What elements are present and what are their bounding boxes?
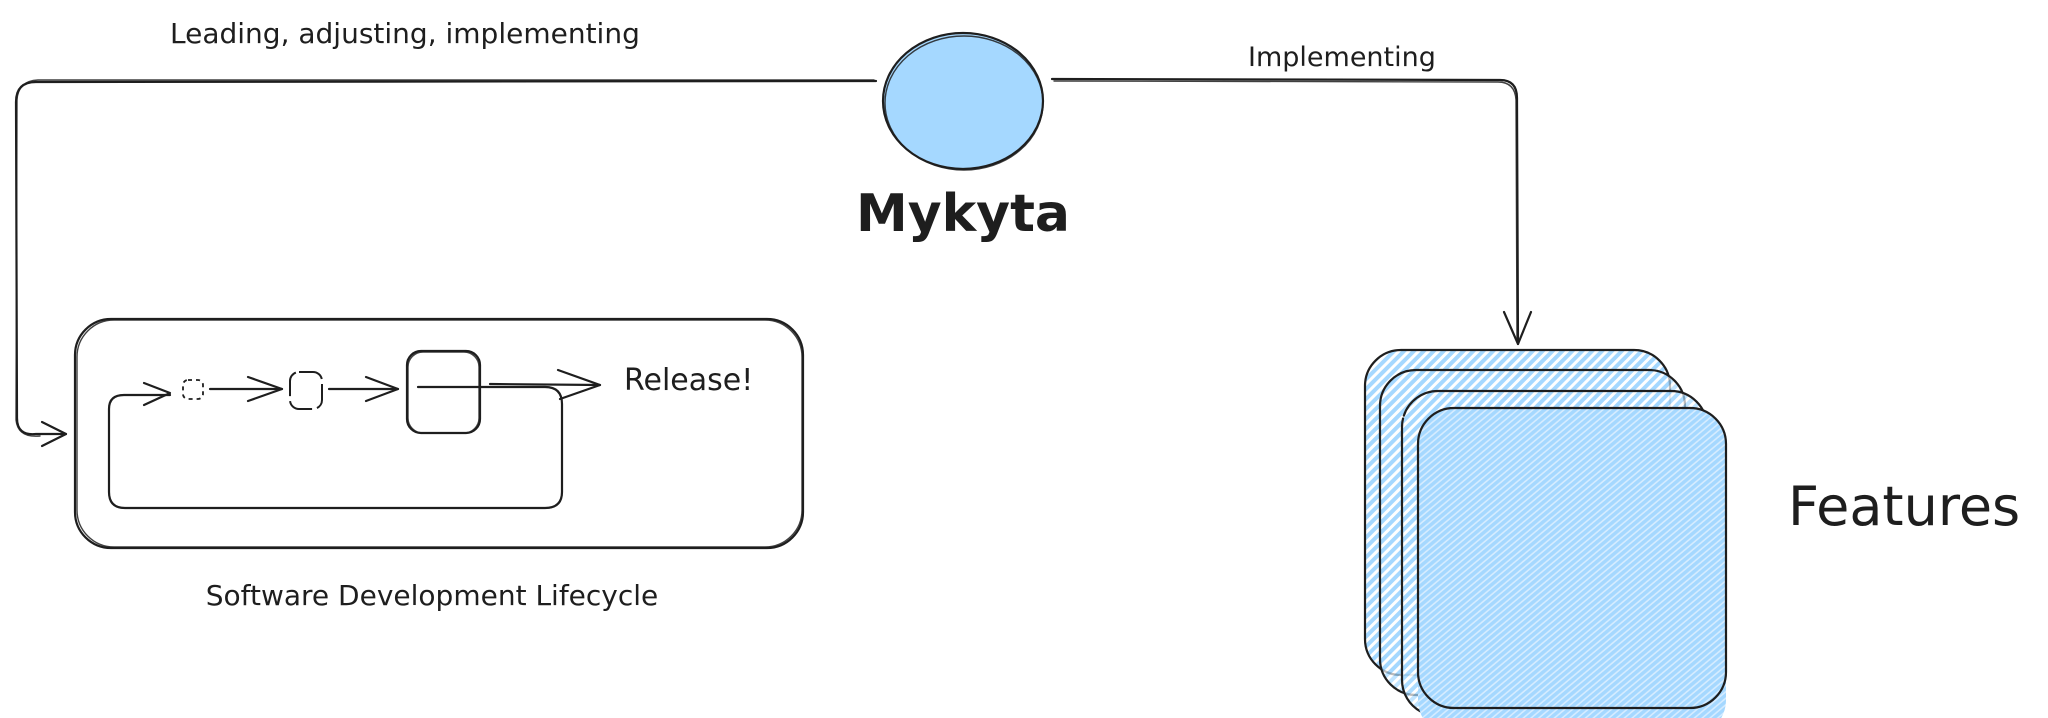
stage-medium-box[interactable]	[289, 371, 323, 410]
sdlc-flow	[107, 349, 602, 510]
arrowhead-icon	[246, 375, 284, 403]
mykyta-label: Mykyta	[856, 184, 1070, 244]
sdlc-container[interactable]	[73, 317, 805, 550]
sdlc-label: Software Development Lifecycle	[206, 579, 659, 612]
arrowhead-icon	[364, 375, 400, 403]
release-label: Release!	[624, 363, 753, 398]
arrowhead-icon	[142, 381, 172, 407]
feature-card	[1418, 408, 1726, 718]
arrowhead-icon	[556, 368, 602, 401]
edge-to-features	[1050, 77, 1533, 346]
edge-label-implementing: Implementing	[1248, 42, 1436, 73]
arrowhead-icon	[40, 420, 68, 448]
edge-to-sdlc	[14, 79, 878, 448]
stage-small-box[interactable]	[182, 379, 204, 400]
edge-label-leading: Leading, adjusting, implementing	[170, 17, 640, 50]
feedback-loop	[107, 385, 564, 510]
arrowhead-icon	[1502, 310, 1533, 346]
features-stack[interactable]	[1363, 348, 1728, 718]
mykyta-node[interactable]	[881, 31, 1045, 171]
stage-large-box[interactable]	[405, 349, 482, 435]
features-label: Features	[1788, 475, 2020, 538]
